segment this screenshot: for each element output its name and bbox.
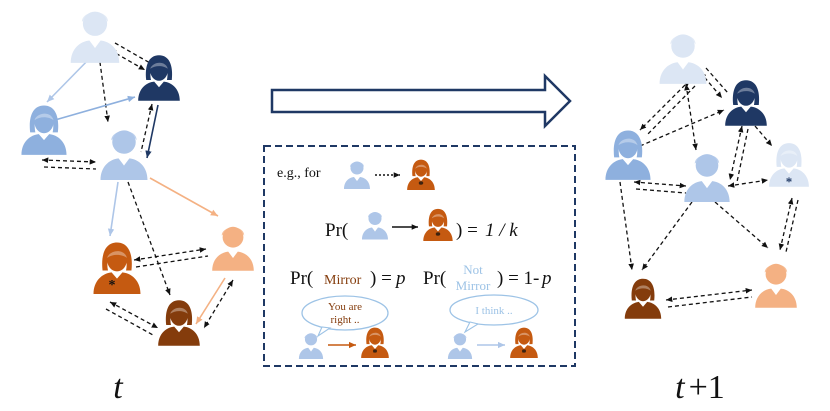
speech-bubble-mirror (301, 295, 389, 331)
person-brown-female (624, 278, 662, 319)
person-lightblue-male (684, 154, 730, 202)
edge-dashed (699, 71, 723, 99)
person-lightorange-male (755, 263, 797, 308)
person-pale-male (70, 11, 120, 63)
speech-bubble-tail (463, 321, 480, 334)
edge-dashed (705, 67, 729, 94)
edge-dashed (203, 279, 234, 329)
bubble-mirror-line-1: You are (328, 301, 362, 313)
person-lightorange-male (212, 226, 254, 271)
edge-dashed (736, 128, 749, 183)
edge-solid (145, 104, 159, 159)
star-marker: * (373, 348, 378, 359)
edges-t1 (619, 67, 799, 308)
edge-dashed (619, 181, 634, 271)
edge-dashed (97, 54, 110, 123)
notmirror-p: p (540, 268, 552, 289)
star-marker: * (109, 278, 116, 293)
star-marker: * (435, 230, 441, 242)
prob-prefix: Pr( (325, 220, 348, 241)
mirror-p: p (394, 268, 406, 289)
edge-dashed (641, 201, 693, 271)
person-brown-female (158, 300, 200, 346)
notmirror-word-2: Mirror (456, 278, 491, 293)
person-midblue-female (21, 105, 67, 155)
time-label-t1-offset: +1 (689, 369, 725, 406)
notmirror-prefix: Pr( (423, 268, 446, 289)
star-marker: * (522, 348, 527, 359)
edge-dashed (140, 103, 154, 153)
edge-dashed (684, 83, 698, 151)
time-label-t: t (113, 369, 124, 406)
legend-box: e.g., for * Pr( * ) = 1 / k Pr( Mirror )… (263, 145, 576, 367)
edge-dashed (645, 85, 696, 137)
edge-dashed (127, 181, 171, 296)
edge-dashed (43, 166, 97, 170)
time-label-t-plus-1: t+1 (675, 369, 725, 406)
edge-dashed (41, 157, 97, 165)
edge-dashed (133, 247, 207, 262)
mirror-prefix: Pr( (290, 268, 313, 289)
edge-dashed (639, 109, 725, 147)
graph-time-t-plus-1: * (605, 34, 809, 319)
bubble-notmirror-text: I think .. (475, 305, 513, 317)
person-midblue-female (605, 130, 651, 180)
person-pale-male (659, 34, 707, 84)
edge-dashed (728, 125, 744, 181)
star-marker: * (786, 174, 793, 189)
edge-dashed (105, 308, 154, 336)
mirror-word: Mirror (324, 273, 362, 288)
person-lightblue-male (100, 130, 148, 180)
edge-dashed (754, 125, 773, 147)
speech-bubble-notmirror (449, 294, 539, 326)
edge-dashed (633, 179, 687, 189)
edge-solid (149, 177, 219, 217)
person-orange-female-target (93, 242, 141, 294)
star-marker: * (418, 179, 424, 191)
edge-solid (107, 181, 119, 237)
speech-bubble-tail (316, 326, 332, 338)
person-navy-female (725, 80, 767, 126)
edge-dashed (667, 296, 753, 308)
edge-dashed (665, 287, 753, 303)
edge-solid (54, 95, 136, 121)
graph-time-t: * (21, 11, 254, 346)
prob-value: 1 / k (485, 220, 518, 241)
person-navy-female (138, 55, 180, 101)
edge-dashed (714, 201, 769, 249)
edge-dashed (785, 199, 799, 253)
notmirror-suffix: ) = 1- (497, 268, 539, 289)
notmirror-word-1: Not (463, 262, 483, 277)
prob-suffix: ) = (456, 220, 478, 241)
edge-dashed (135, 255, 209, 268)
transition-arrow-icon (270, 72, 572, 130)
time-label-t1-var: t (675, 369, 686, 406)
edge-dashed (109, 301, 159, 329)
edge-dashed (778, 197, 794, 251)
edge-dashed (114, 42, 151, 64)
bubble-mirror-line-2: right .. (330, 314, 359, 326)
edge-dashed (639, 79, 691, 131)
eg-label: e.g., for (277, 166, 321, 181)
edge-dashed (727, 178, 769, 188)
edges-t (41, 42, 234, 336)
mirror-suffix: ) = (370, 268, 392, 289)
edge-dashed (635, 188, 687, 194)
